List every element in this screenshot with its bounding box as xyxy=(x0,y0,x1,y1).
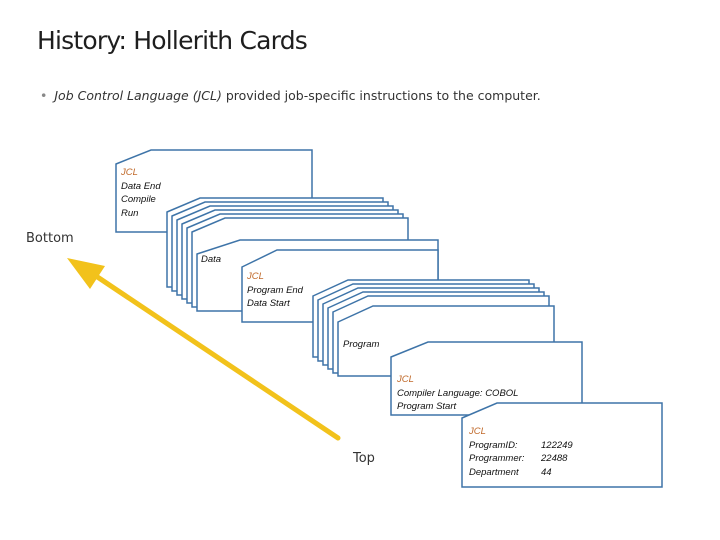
punch-card xyxy=(461,402,663,488)
card-line: Compile xyxy=(121,194,156,205)
card-line: Program Start xyxy=(397,401,457,412)
top-label: Top xyxy=(353,451,375,466)
jcl-tag: JCL xyxy=(247,271,264,282)
data-card-label: Data xyxy=(201,254,222,265)
jcl-tag: JCL xyxy=(469,426,486,437)
meta-key: ProgramID: xyxy=(469,439,518,451)
bullet-term: Job Control Language (JCL) xyxy=(54,88,222,103)
meta-key: Programmer: xyxy=(469,453,525,464)
top-to-bottom-arrow xyxy=(67,258,341,441)
card-line: Data End xyxy=(121,180,161,192)
slide-title: History: Hollerith Cards xyxy=(37,26,308,55)
meta-value: 22488 xyxy=(541,453,568,464)
jcl-card-3: JCL Compiler Language: COBOL Program Sta… xyxy=(397,373,518,414)
card-line: Run xyxy=(121,207,139,219)
meta-key: Department xyxy=(469,466,519,478)
jcl-card-1: JCL Data End Compile Run xyxy=(121,166,161,220)
card-line: Data Start xyxy=(247,298,290,309)
jcl-tag: JCL xyxy=(397,374,414,385)
card-line: Compiler Language: COBOL xyxy=(397,387,519,399)
jcl-card-4: JCL ProgramID: 122249 Programmer: 22488 … xyxy=(469,425,573,479)
program-meta-grid: ProgramID: 122249 Programmer: 22488 Depa… xyxy=(469,439,573,480)
jcl-card-2: JCL Program End Data Start xyxy=(247,270,303,311)
meta-value: 122249 xyxy=(541,439,573,451)
program-card-label: Program xyxy=(343,339,380,350)
jcl-tag: JCL xyxy=(121,167,138,178)
bullet-text: provided job-specific instructions to th… xyxy=(221,88,541,103)
bullet-point: • Job Control Language (JCL) provided job… xyxy=(40,88,541,103)
punch-card xyxy=(390,341,583,416)
card-line: Program End xyxy=(247,284,303,296)
meta-value: 44 xyxy=(541,466,552,478)
bottom-label: Bottom xyxy=(26,231,74,246)
bullet-dot: • xyxy=(40,88,48,103)
